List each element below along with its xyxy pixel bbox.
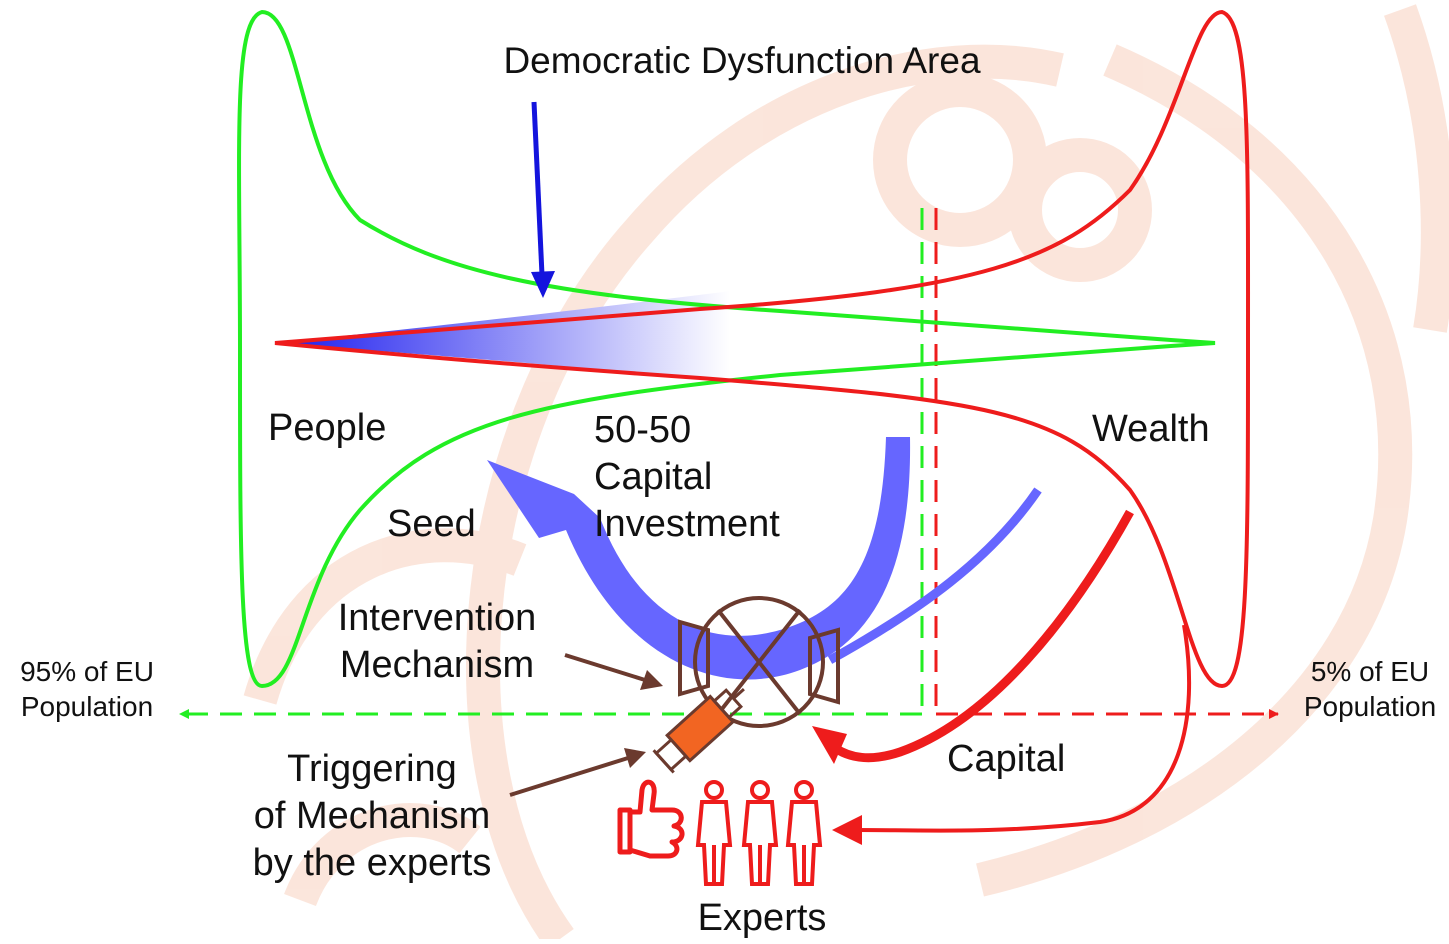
trigger-pointer-arrow — [509, 748, 646, 797]
capital-flow-arrow — [812, 509, 1134, 764]
person-icon — [695, 780, 733, 886]
left-population-label-1: 95% of EU — [20, 656, 154, 687]
triggering-label-2: of Mechanism — [254, 795, 491, 837]
people-label: People — [268, 407, 386, 449]
right-population-label-2: Population — [1304, 691, 1436, 722]
triggering-label-3: by the experts — [253, 842, 492, 884]
person-icon — [785, 780, 823, 886]
investment-label-1: 50-50 — [594, 409, 691, 451]
dysfunction-pointer-arrow — [531, 101, 555, 298]
wealth-curve — [274, 9, 1251, 689]
experts-label: Experts — [698, 897, 827, 939]
thumbs-up-icon — [617, 779, 685, 859]
investment-label-3: Investment — [594, 503, 780, 545]
person-icon — [741, 780, 779, 886]
valve-icon — [678, 596, 840, 728]
people-curve — [237, 9, 1216, 689]
mechanism-pointer-arrow — [564, 653, 663, 690]
investment-label-2: Capital — [594, 456, 712, 498]
diagram-title: Democratic Dysfunction Area — [503, 40, 981, 81]
right-population-label-1: 5% of EU — [1311, 656, 1429, 687]
seed-label: Seed — [387, 503, 476, 545]
intervention-label-2: Mechanism — [340, 644, 534, 686]
left-population-label-2: Population — [21, 691, 153, 722]
seed-flow-arrow — [487, 437, 911, 680]
watermark-logo — [243, 4, 1449, 944]
triggering-label-1: Triggering — [287, 748, 457, 790]
syringe-icon — [652, 687, 745, 774]
capital-label: Capital — [947, 738, 1065, 780]
experts-funding-arrow — [832, 624, 1192, 845]
wealth-label: Wealth — [1092, 408, 1210, 450]
return-flow-arrow — [827, 487, 1042, 664]
intervention-label-1: Intervention — [338, 597, 537, 639]
